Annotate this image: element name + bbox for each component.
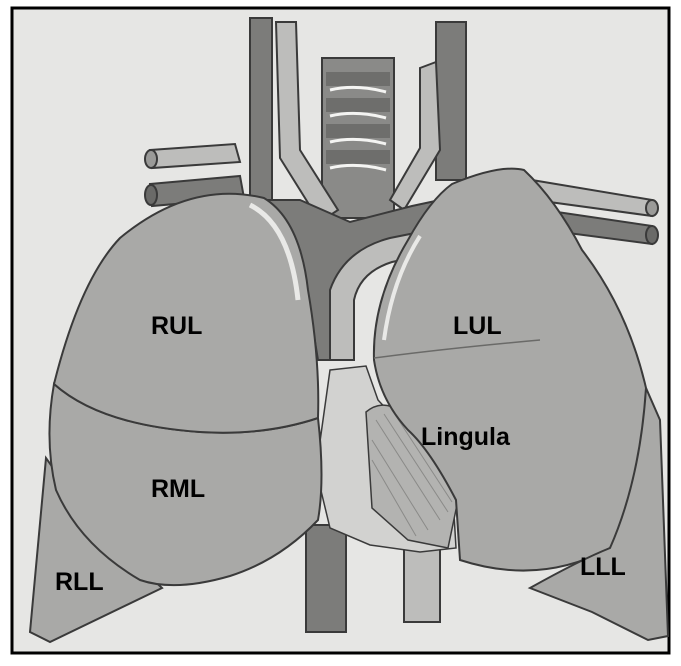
label-rul: RUL [151,314,202,339]
label-lul: LUL [453,314,502,339]
label-rml: RML [151,477,205,502]
spine [322,58,394,218]
label-lll: LLL [580,555,626,580]
label-lingula: Lingula [421,425,510,450]
label-rll: RLL [55,570,104,595]
